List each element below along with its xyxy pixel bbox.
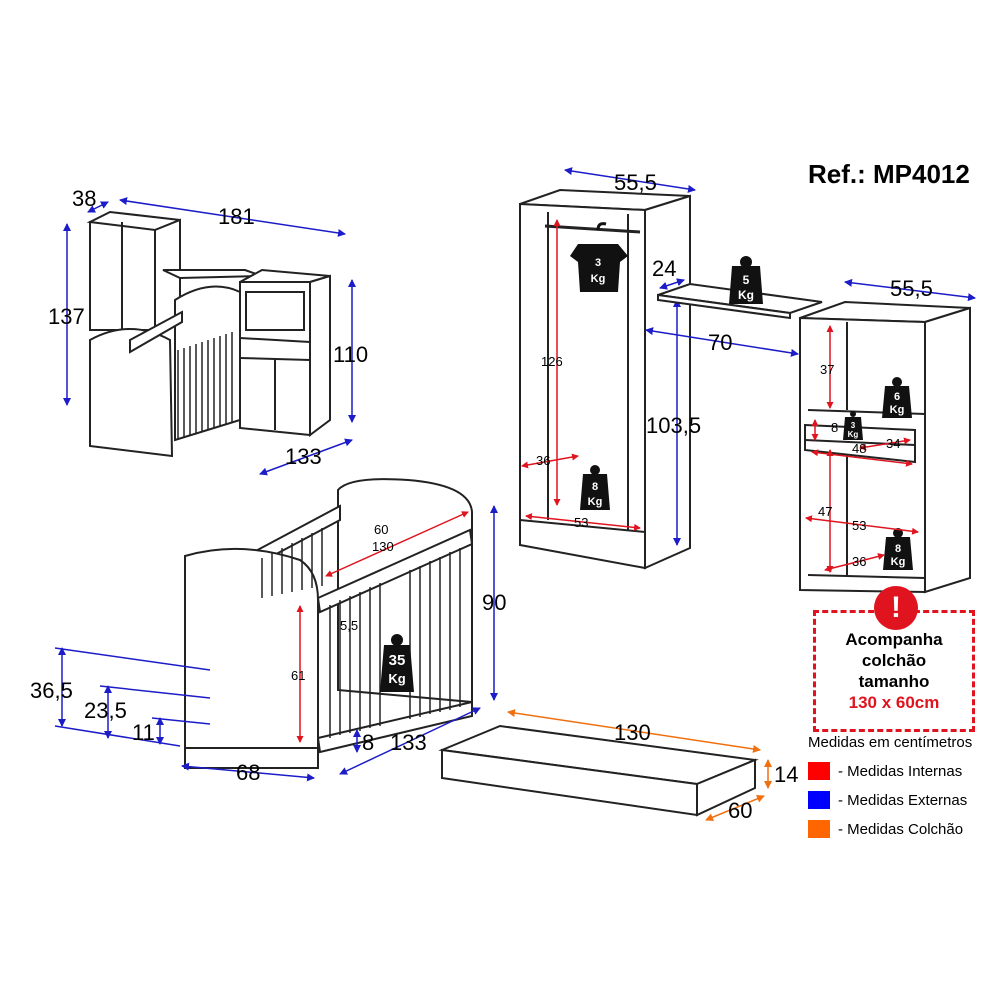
dresser-inner-depth-label: 36 (852, 554, 866, 569)
exclamation-icon: ! (874, 586, 918, 630)
crib-weight-icon: 35 Kg (380, 634, 414, 692)
crib-depth-label: 68 (236, 760, 260, 785)
mattress-drawing (438, 724, 759, 817)
dresser-drawer-load-unit: Kg (848, 430, 859, 439)
dresser-lower-weight-icon: 8 Kg (883, 528, 913, 570)
dresser-internal-dimension-lines (805, 325, 919, 573)
wardrobe-bottom-weight-icon: 8 Kg (580, 465, 610, 510)
crib-inner-length-label: 130 (372, 539, 394, 554)
crib-base-high-label: 36,5 (30, 678, 73, 703)
shelf-length-label: 70 (708, 330, 732, 355)
legend-title: Medidas em centímetros (808, 734, 973, 751)
crib-inner-width-label: 60 (374, 522, 388, 537)
overview-length-label: 133 (285, 444, 322, 469)
dresser-lower-load-unit: Kg (891, 556, 906, 568)
mattress-dimension-lines (507, 709, 772, 822)
wardrobe-inner-height-label: 126 (541, 354, 563, 369)
legend-label-internal: - Medidas Internas (838, 762, 963, 780)
wardrobe-height-label: 103,5 (646, 413, 701, 438)
dresser-drawer-load-value: 3 (851, 421, 856, 430)
notice-size: 130 x 60cm (848, 693, 940, 712)
shelf-load-unit: Kg (738, 288, 754, 302)
overview-crib-slats (177, 332, 233, 440)
crib-load-value: 35 (389, 652, 406, 669)
crib-slat-gap-label: 5,5 (340, 618, 358, 633)
mattress-height-label: 14 (774, 762, 798, 787)
dresser-external-dimension-lines (844, 278, 976, 302)
legend-item-internal: - Medidas Internas (808, 761, 962, 781)
legend-swatch-mattress (808, 820, 830, 838)
reference-title: Ref.: MP4012 (808, 159, 970, 189)
legend-item-external: - Medidas Externas (808, 790, 967, 810)
legend-swatch-internal (808, 762, 830, 780)
dresser-upper-load-unit: Kg (890, 404, 905, 416)
dresser-drawer-depth-label: 34 (886, 436, 900, 451)
wardrobe-width-label: 55,5 (614, 170, 657, 195)
crib-inner-height-label: 61 (291, 668, 305, 683)
notice-line-3: tamanho (858, 672, 930, 691)
wardrobe-inner-width-label: 53 (574, 515, 588, 530)
crib-external-dimension-lines (54, 505, 498, 782)
crib-drawing (184, 478, 474, 770)
overview-width-label: 181 (218, 204, 255, 229)
shelf-depth-label: 24 (652, 256, 676, 281)
crib-length-label: 133 (390, 730, 427, 755)
dresser-drawer-height-label: 8 (831, 420, 838, 435)
shelf-dimension-lines (645, 278, 799, 357)
dresser-drawer-width-label: 48 (852, 441, 866, 456)
overview-drawing (86, 210, 331, 458)
wardrobe-internal-dimension-lines (521, 219, 641, 531)
dresser-lower-height-label: 47 (818, 504, 832, 519)
crib-internal-dimension-lines (296, 511, 469, 743)
overview-depth-label: 38 (72, 186, 96, 211)
overview-dresser-height-label: 110 (333, 342, 368, 367)
crib-base-mid-label: 23,5 (84, 698, 127, 723)
legend-swatch-external (808, 791, 830, 809)
legend-label-external: - Medidas Externas (838, 791, 968, 809)
wardrobe-inner-depth-label: 36 (536, 453, 550, 468)
wardrobe-hanger-icon: 3 Kg (570, 222, 628, 292)
overview-height-label: 137 (48, 304, 85, 329)
legend-label-mattress: - Medidas Colchão (838, 820, 964, 838)
mattress-width-label: 60 (728, 798, 752, 823)
dresser-lower-load-value: 8 (895, 543, 901, 555)
legend-item-mattress: - Medidas Colchão (808, 819, 963, 839)
shelf-load-value: 5 (743, 273, 750, 287)
crib-load-unit: Kg (388, 671, 405, 686)
crib-base-low-label: 11 (132, 720, 155, 745)
mattress-notice-box: Acompanha colchão tamanho 130 x 60cm (813, 610, 975, 732)
overview-dimension-lines (63, 197, 356, 476)
dresser-upper-weight-icon: 6 Kg (882, 377, 912, 418)
crib-height-label: 90 (482, 590, 506, 615)
dresser-inner-width-label: 53 (852, 518, 866, 533)
dresser-drawer-weight-icon: 3 Kg (843, 411, 863, 440)
mattress-length-label: 130 (614, 720, 651, 745)
wardrobe-hanger-load-value: 3 (595, 257, 601, 269)
dresser-width-label: 55,5 (890, 276, 933, 301)
wardrobe-hanger-load-unit: Kg (591, 273, 606, 285)
wardrobe-bottom-load-value: 8 (592, 481, 598, 493)
notice-line-1: Acompanha (845, 630, 943, 649)
crib-leg-label: 8 (362, 730, 374, 755)
wardrobe-bottom-load-unit: Kg (588, 496, 603, 508)
shelf-weight-icon: 5 Kg (729, 256, 763, 304)
notice-line-2: colchão (861, 651, 927, 670)
dresser-upper-load-value: 6 (894, 391, 900, 403)
dresser-upper-height-label: 37 (820, 362, 834, 377)
